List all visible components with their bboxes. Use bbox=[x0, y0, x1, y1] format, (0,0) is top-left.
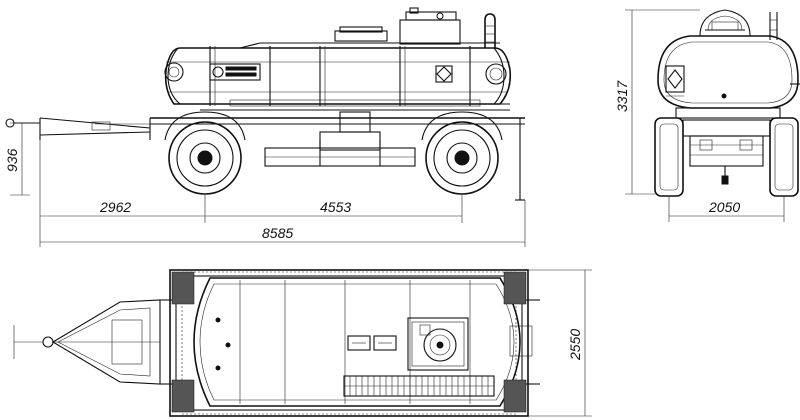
tank-body bbox=[164, 7, 512, 111]
chassis-frame bbox=[149, 111, 525, 201]
front-wheel bbox=[164, 111, 246, 195]
rear-wheel bbox=[421, 111, 503, 195]
dim-track-width: 2050 bbox=[708, 199, 740, 215]
top-view: 2550 bbox=[13, 269, 592, 417]
dim-total-length: 8585 bbox=[262, 225, 293, 241]
dim-total-width: 2550 bbox=[567, 329, 583, 361]
drawbar bbox=[5, 117, 151, 140]
side-view-dimensions: 936 2962 4553 8585 bbox=[4, 122, 526, 247]
side-view: 936 2962 4553 8585 bbox=[4, 7, 526, 247]
top-drawbar bbox=[13, 299, 161, 385]
dim-drawbar-height: 936 bbox=[4, 148, 20, 172]
dim-wheelbase: 4553 bbox=[320, 199, 351, 215]
dim-front-overhang: 2962 bbox=[99, 199, 131, 215]
rear-view: 3317 2050 bbox=[614, 9, 800, 222]
dim-total-height: 3317 bbox=[614, 80, 630, 112]
